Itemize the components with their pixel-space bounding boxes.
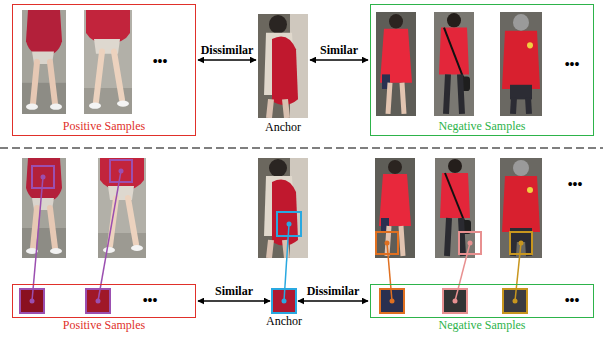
leader-line (98, 171, 121, 301)
leader-line (387, 243, 392, 301)
leader-line (455, 243, 470, 301)
leader-line (284, 224, 289, 301)
group-caption: Negative Samples (439, 119, 526, 133)
region-square (459, 232, 481, 254)
pedestrian-photo (258, 158, 308, 258)
sample-group-box: Positive Samples (12, 284, 196, 318)
edge-label: Similar (214, 284, 254, 298)
group-caption: Positive Samples (63, 119, 145, 133)
group-caption: Negative Samples (439, 318, 526, 332)
pedestrian-photo (434, 12, 474, 116)
ellipsis-mark: ••• (565, 58, 580, 72)
region-squares (32, 160, 532, 254)
edge-label: Similar (319, 43, 359, 57)
similarity-arrow (198, 59, 256, 61)
ellipsis-mark: ••• (565, 294, 580, 308)
pedestrian-photo (258, 14, 308, 118)
patch (503, 289, 527, 313)
region-square (110, 160, 132, 182)
similarity-arrow (310, 59, 368, 61)
group-caption: Anchor (265, 120, 301, 134)
leader-lines (32, 171, 521, 301)
region-square (510, 232, 532, 254)
leader-line (32, 177, 43, 301)
sample-group-box: Positive Samples (12, 4, 196, 136)
ellipsis-mark: ••• (568, 178, 583, 192)
pedestrian-photo (22, 158, 66, 258)
dashed-separator (0, 147, 603, 149)
pedestrian-photo (84, 10, 132, 114)
edge-label: Dissimilar (200, 43, 255, 57)
sample-group-box: Negative Samples (370, 4, 594, 136)
pedestrian-photo (98, 158, 146, 258)
patch (443, 289, 467, 313)
anchor-sample: Anchor (258, 14, 308, 136)
group-caption: Anchor (266, 314, 302, 328)
similarity-arrow (198, 300, 270, 302)
edge-label: Dissimilar (306, 284, 361, 298)
pedestrian-photo (500, 158, 542, 258)
pedestrian-photo (500, 12, 542, 116)
pedestrian-photo (375, 158, 415, 258)
ellipsis-mark: ••• (153, 55, 168, 69)
group-caption: Positive Samples (63, 318, 145, 332)
anchor-sample: Anchor (272, 289, 296, 313)
region-patches (20, 289, 527, 313)
patch (86, 289, 110, 313)
pedestrian-photo (376, 12, 416, 116)
sample-group-box: Negative Samples (370, 284, 594, 318)
ellipsis-mark: ••• (143, 294, 158, 308)
pedestrian-photo (22, 10, 66, 114)
pedestrian-photo (435, 158, 475, 258)
leader-line (515, 243, 521, 301)
similarity-arrow (298, 300, 368, 302)
